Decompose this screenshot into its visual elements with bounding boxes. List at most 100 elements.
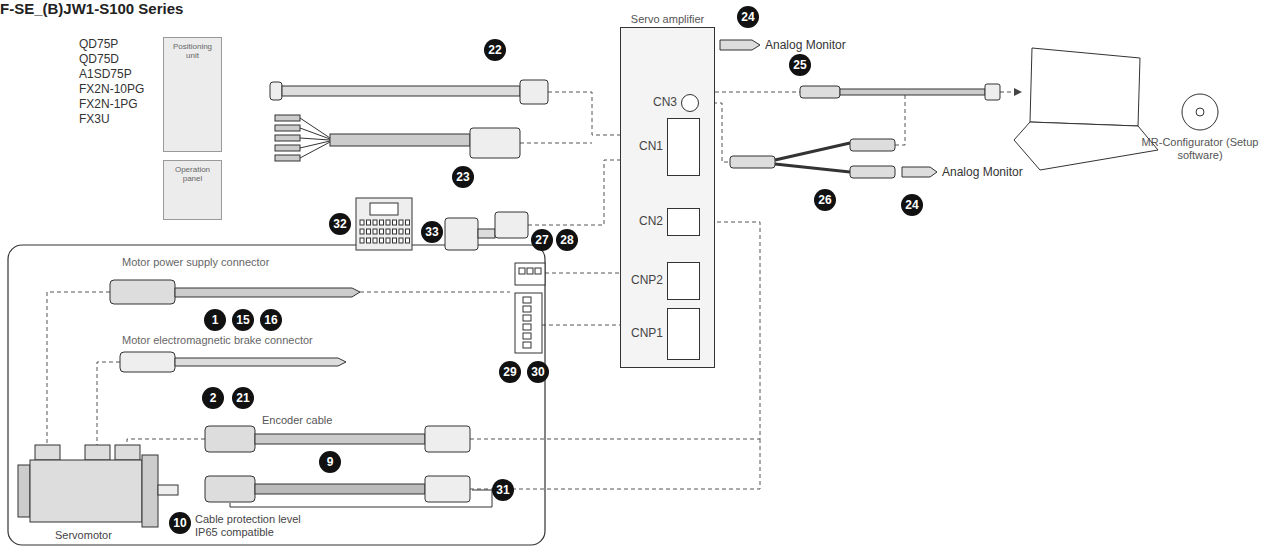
monitor-plug — [720, 40, 760, 50]
lead — [275, 155, 300, 161]
cn3-connector: CN3 — [681, 94, 699, 112]
pin — [535, 268, 541, 274]
terminal-block — [356, 198, 412, 250]
block — [356, 198, 412, 250]
terminal — [399, 229, 403, 234]
cable — [330, 134, 470, 146]
pin — [523, 333, 531, 339]
callout-number: 2 — [202, 387, 224, 409]
terminal — [360, 238, 364, 243]
connector — [495, 212, 528, 238]
callout-number: 29 — [499, 361, 521, 383]
encoder-connector — [425, 476, 470, 502]
node-label: CN1 — [639, 140, 663, 154]
node-label: CNP1 — [631, 327, 663, 341]
pin — [523, 342, 531, 348]
wire — [97, 362, 120, 445]
terminal — [386, 238, 390, 243]
title: F-SE_(B)JW1-S100 Series — [0, 0, 183, 17]
servo-amplifier: Servo amplifierCN3CN1CN2CNP2CNP1 — [620, 27, 715, 368]
terminal — [380, 220, 384, 225]
text-label: FX2N-10PG — [79, 82, 144, 96]
cd — [1182, 94, 1218, 130]
motor-connector — [115, 445, 140, 460]
callout-number: 1 — [204, 309, 226, 331]
node-label: Positioning unit — [167, 42, 218, 60]
terminal — [406, 220, 410, 225]
leader-line — [472, 490, 492, 491]
keyboard — [1014, 122, 1158, 170]
pin — [519, 268, 525, 274]
cnp2-connector: CNP2 — [667, 262, 700, 300]
motor-body — [30, 460, 142, 522]
callout-number: 9 — [319, 451, 341, 473]
terminal — [360, 229, 364, 234]
plug — [515, 293, 542, 353]
lead — [275, 115, 300, 121]
callout-number: 24 — [737, 6, 759, 28]
callout-number: 24 — [901, 194, 923, 216]
terminal — [386, 229, 390, 234]
lead — [275, 125, 300, 131]
lead — [275, 145, 300, 151]
terminal — [386, 220, 390, 225]
connector — [470, 128, 520, 158]
text-label: FX2N-1PG — [79, 97, 138, 111]
callout-number: 21 — [232, 387, 254, 409]
node-label: CNP2 — [631, 274, 663, 288]
motor-shaft — [158, 485, 178, 495]
text-label: Cable protection level IP65 compatible — [195, 513, 325, 539]
terminal — [393, 229, 397, 234]
motor-flange — [142, 455, 158, 527]
callout-number: 33 — [421, 221, 443, 243]
cable-22 — [270, 80, 548, 104]
terminal — [380, 238, 384, 243]
servomotor — [18, 445, 178, 527]
terminal — [367, 220, 371, 225]
terminal — [360, 220, 364, 225]
leader-line — [230, 490, 492, 507]
wire — [520, 143, 592, 144]
motor-cables — [110, 280, 492, 507]
callout-number: 10 — [169, 512, 191, 534]
callout-number: 23 — [452, 166, 474, 188]
callout-number: 32 — [329, 213, 351, 235]
callout-number: 25 — [789, 54, 811, 76]
operation-panel: Operation panel — [163, 160, 222, 220]
motor-region — [8, 245, 545, 545]
terminal — [367, 229, 371, 234]
terminal — [399, 220, 403, 225]
wire — [360, 292, 510, 293]
terminal — [380, 229, 384, 234]
connector — [520, 80, 548, 104]
cable — [840, 89, 985, 95]
pin — [523, 315, 531, 321]
callout-number: 30 — [527, 361, 549, 383]
plug — [730, 156, 775, 168]
wires — [300, 118, 330, 158]
motor-rear — [18, 465, 30, 517]
terminal — [373, 238, 377, 243]
text-label: Servomotor — [55, 529, 112, 542]
encoder-connector — [205, 476, 255, 502]
pin — [523, 324, 531, 330]
terminal — [406, 238, 410, 243]
brake-connector — [120, 352, 175, 372]
terminal — [373, 220, 377, 225]
cable — [282, 86, 520, 96]
motor-connector — [35, 445, 60, 460]
positioning-unit: Positioning unit — [163, 37, 222, 152]
encoder-connector — [425, 426, 470, 452]
wire — [895, 92, 905, 145]
cable — [478, 229, 495, 238]
plug — [515, 263, 545, 285]
text-label: MR-Configurator (Setup software) — [1140, 136, 1260, 162]
terminal — [399, 238, 403, 243]
text-label: Analog Monitor — [942, 165, 1023, 179]
power-cable — [175, 288, 360, 297]
callout-number: 15 — [232, 309, 254, 331]
cn1-connector: CN1 — [667, 118, 700, 176]
encoder-connector — [205, 426, 255, 452]
cable-23 — [275, 115, 520, 161]
